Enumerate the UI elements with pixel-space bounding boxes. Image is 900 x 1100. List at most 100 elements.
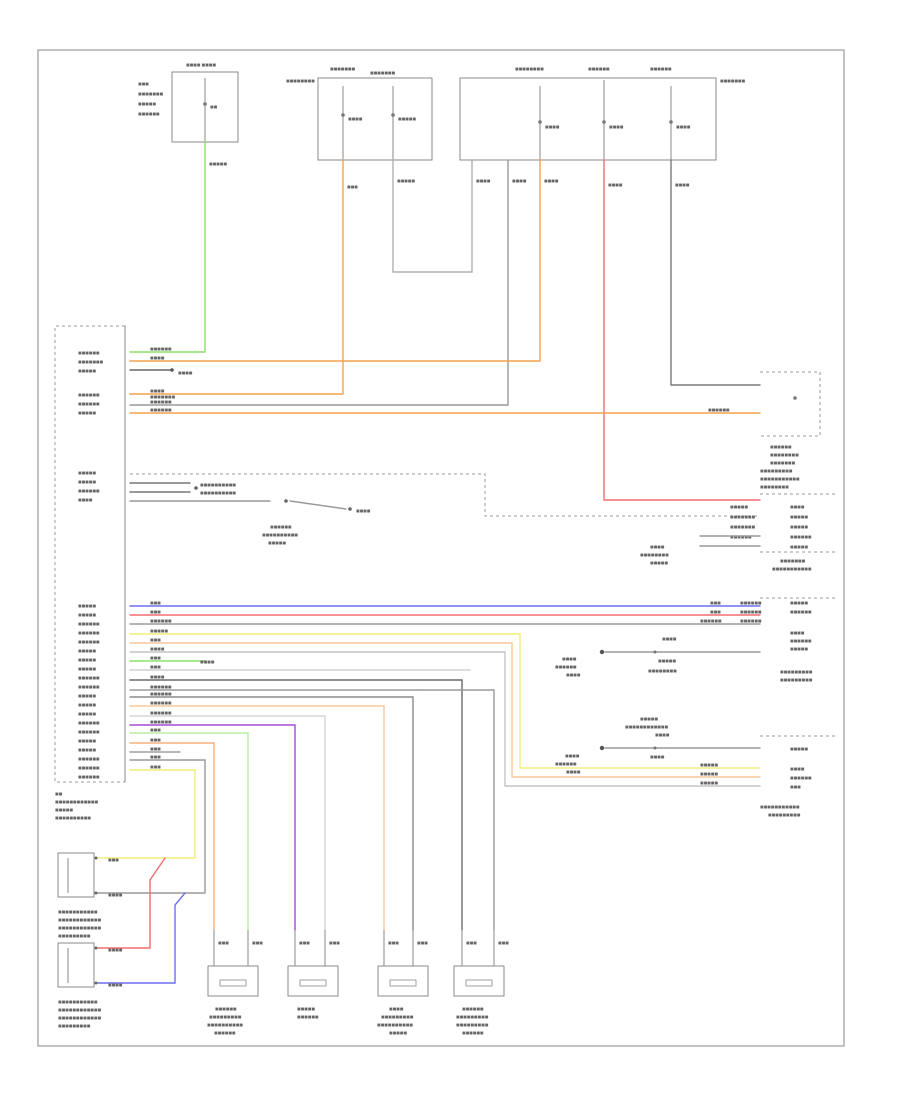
svg-text:■■■■■■■: ■■■■■■■	[370, 70, 396, 75]
svg-text:■■■■■■: ■■■■■■	[150, 719, 172, 724]
svg-text:■■■■: ■■■■	[150, 355, 165, 360]
fuse-block-top-left: ■■■■ ■■■■ ■■■ ■■■■■■■ ■■■■■ ■■■■■■ ■■	[138, 62, 239, 143]
module-pin-labels: ■■■■■■ ■■■■■■■ ■■■■■ ■■■■■■ ■■■■■■ ■■■■■…	[78, 350, 104, 779]
svg-text:■■■: ■■■	[150, 727, 161, 732]
svg-text:■■■■■: ■■■■■	[268, 540, 286, 545]
svg-text:■■■■■■: ■■■■■■	[78, 675, 100, 680]
svg-text:■■■■■: ■■■■■	[700, 780, 718, 785]
svg-text:■■■■■: ■■■■■	[658, 658, 676, 663]
svg-text:■■■■■: ■■■■■	[150, 628, 168, 633]
svg-text:■■■■■■■■: ■■■■■■■■	[286, 78, 315, 83]
svg-text:■■■■■■■■: ■■■■■■■■	[770, 452, 799, 457]
wire-tags-upper: ■■■■■■ ■■■■ ■■■■ ■■■■■■ ■■■■■■ ■■■■■■	[150, 346, 730, 412]
svg-text:■■■■■■: ■■■■■■	[150, 684, 172, 689]
svg-text:■■■■■■■■■: ■■■■■■■■■	[381, 1014, 414, 1019]
svg-text:■■■■■■: ■■■■■■	[150, 618, 172, 623]
svg-text:■■■■■: ■■■■■	[700, 762, 718, 767]
wire-peach-drop	[129, 705, 385, 931]
svg-text:■■■■■■■: ■■■■■■■	[330, 66, 356, 71]
right-connector-block-lower: ■■■■■■ ■■■■■■ ■■■■■■ ■■■■■ ■■■■■■ ■■■■ ■…	[740, 597, 835, 682]
svg-text:■■■■■■■: ■■■■■■■	[138, 91, 164, 96]
svg-text:■■■■: ■■■■	[544, 178, 559, 183]
svg-text:■■■■■: ■■■■■	[790, 600, 808, 605]
svg-text:■■■■: ■■■■	[790, 504, 805, 509]
svg-text:■■■■■■■■■■■: ■■■■■■■■■■■	[760, 804, 800, 809]
svg-text:■■■■■■: ■■■■■■	[297, 1014, 319, 1019]
svg-text:■■■: ■■■	[388, 940, 399, 945]
svg-text:■■■■■■: ■■■■■■	[555, 664, 577, 669]
wire-gray-loop	[392, 159, 473, 273]
svg-text:■■■■■■: ■■■■■■	[138, 111, 160, 116]
wire-green-top	[129, 141, 206, 353]
svg-text:■■■■■■■■■: ■■■■■■■■■	[456, 1014, 489, 1019]
svg-text:■■■■: ■■■■	[348, 116, 363, 121]
svg-text:■■■■■■■■■■: ■■■■■■■■■■	[262, 532, 298, 537]
svg-text:■■■■: ■■■■	[609, 124, 624, 129]
wire-tags-lower: ■■■ ■■■ ■■■■■■ ■■■■■ ■■■ ■■■■ ■■■ ■■■ ■■…	[150, 600, 722, 785]
svg-text:■■■■■: ■■■■■	[78, 648, 96, 653]
svg-text:■■■■■■■: ■■■■■■■	[730, 514, 756, 519]
wire-orange-1	[129, 159, 541, 362]
svg-text:■■■■: ■■■■	[150, 388, 165, 393]
svg-text:■■■■■■: ■■■■■■	[78, 756, 100, 761]
ground-dot-2	[348, 507, 352, 511]
svg-text:■■■■■■■■■: ■■■■■■■■■	[780, 677, 813, 682]
wire-lightgreen-drop	[129, 732, 249, 931]
svg-text:■■■■: ■■■■	[108, 947, 123, 952]
svg-text:■■■■■: ■■■■■	[700, 771, 718, 776]
svg-text:■■■■■■: ■■■■■■	[700, 618, 722, 623]
svg-text:■■■■■■: ■■■■■■	[790, 638, 812, 643]
dashed-return	[130, 473, 760, 517]
vertical-wire-labels: ■■■■■ ■■■ ■■■■■ ■■■■ ■■■■ ■■■■ ■■■■ ■■■■	[209, 161, 690, 189]
svg-text:■■■■: ■■■■	[676, 124, 691, 129]
svg-text:■■■■■■■: ■■■■■■■	[78, 359, 104, 364]
svg-text:■■■■■■: ■■■■■■	[78, 630, 100, 635]
wire-lightgray-drop	[129, 715, 326, 931]
svg-text:■■■■■: ■■■■■	[78, 612, 96, 617]
svg-text:■■■■■: ■■■■■	[389, 1030, 407, 1035]
wire-orange-bus	[129, 642, 761, 778]
svg-text:■■■■■: ■■■■■	[297, 1006, 315, 1011]
svg-text:■■■■■■■■■■■: ■■■■■■■■■■■	[760, 476, 800, 481]
right-connector-block-middle: ■■■■ ■■■■■ ■■■■■ ■■■■■■ ■■■■■ ■■■■■ ■■■■…	[640, 493, 835, 571]
svg-text:■■■■■: ■■■■■	[397, 178, 415, 183]
svg-text:■■■■■■: ■■■■■■	[78, 639, 100, 644]
svg-text:■■■: ■■■	[498, 940, 509, 945]
control-module: ■■ ■■■■■■■■■■■■ ■■■■■ ■■■■■■■■■■	[54, 325, 126, 820]
wire-yellow-bus-1	[129, 633, 761, 769]
svg-text:■■■■■■: ■■■■■■	[790, 534, 812, 539]
svg-text:■■■■■■■■■■: ■■■■■■■■■■	[55, 815, 91, 820]
svg-text:■■■■■: ■■■■■	[730, 504, 748, 509]
svg-text:■■■■: ■■■■	[566, 769, 581, 774]
svg-text:■■■■■■■: ■■■■■■■	[150, 394, 176, 399]
svg-text:■■■■■■■■: ■■■■■■■■	[515, 66, 544, 71]
svg-text:■■■■■■: ■■■■■■	[150, 700, 172, 705]
fuse-block-top-center: ■■■■■■■ ■■■■■■■ ■■■■■■■■ ■■■■ ■■■■■	[286, 66, 433, 161]
svg-text:■■■: ■■■	[329, 940, 340, 945]
svg-text:■■■■■: ■■■■■	[78, 693, 96, 698]
svg-text:■■■: ■■■	[466, 940, 477, 945]
svg-text:■■■■■■: ■■■■■■	[78, 684, 100, 689]
splice-dot	[194, 486, 198, 490]
svg-text:■■■■■■: ■■■■■■	[78, 621, 100, 626]
svg-text:■■■■■: ■■■■■	[78, 479, 96, 484]
svg-text:■■■■: ■■■■	[790, 766, 805, 771]
svg-text:■■■■■■: ■■■■■■	[78, 350, 100, 355]
svg-text:■■■: ■■■	[150, 600, 161, 605]
svg-text:■■■■■■: ■■■■■■	[150, 691, 172, 696]
svg-text:■■■■: ■■■■	[565, 753, 580, 758]
svg-text:■■■: ■■■	[108, 857, 119, 862]
wire-blue-lower-left	[97, 892, 186, 984]
svg-text:■■■■: ■■■■	[562, 656, 577, 661]
svg-text:■■■■■: ■■■■■	[790, 746, 808, 751]
svg-text:■■■■■■: ■■■■■■	[770, 444, 792, 449]
svg-text:■■■■■■: ■■■■■■	[150, 399, 172, 404]
svg-text:■■■■■■: ■■■■■■	[78, 774, 100, 779]
bottom-sensor-4: ■■■ ■■■ ■■■■■■ ■■■■■■■■■ ■■■■■■■■■ ■■■■■…	[453, 930, 509, 1035]
svg-text:■■■: ■■■	[150, 754, 161, 759]
wire-lightgray-bus	[129, 651, 761, 787]
wire-gray-left-drop	[129, 159, 509, 406]
bottom-sensor-2: ■■■ ■■■ ■■■■■ ■■■■■■	[287, 930, 340, 1019]
svg-text:■■■■■■■: ■■■■■■■	[720, 78, 746, 83]
